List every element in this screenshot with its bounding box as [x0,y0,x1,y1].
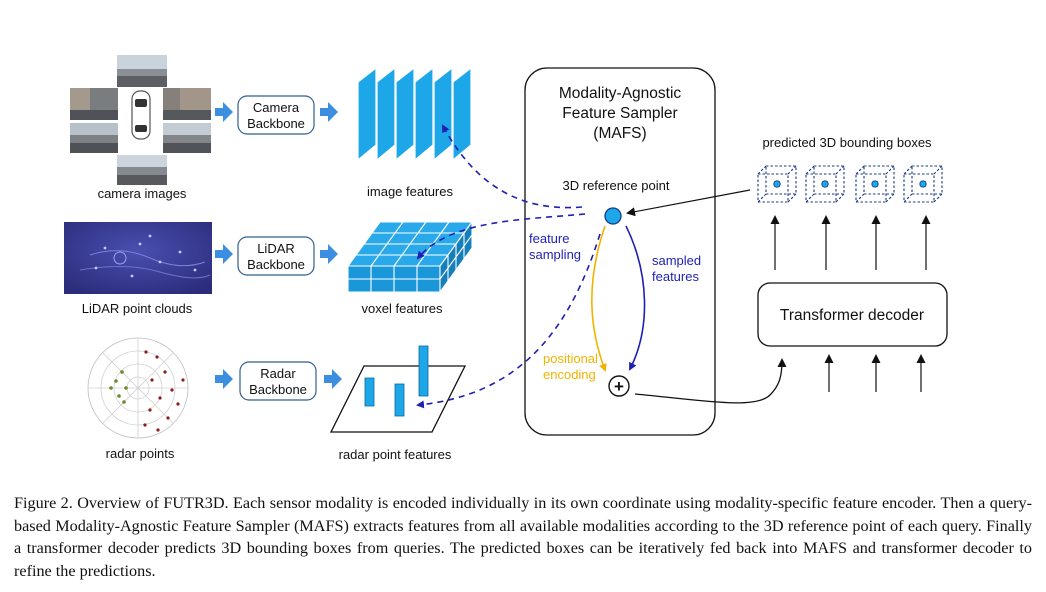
predicted-box-1 [757,165,797,203]
predicted-boxes-group [757,165,943,203]
svg-text:Backbone: Backbone [247,257,305,272]
radar-points-label: radar points [106,446,175,461]
svg-text:+: + [614,377,624,396]
positional-encoding-arrow [591,225,607,372]
radar-to-backbone-arrow [215,369,233,389]
svg-text:Backbone: Backbone [249,382,307,397]
voxel-features-label: voxel features [362,301,443,316]
sampling-to-radar-features-arrow [416,233,601,409]
futr3d-overview-diagram: camera images LiDAR point clouds r [64,55,948,462]
transformer-decoder-label: Transformer decoder [780,307,924,324]
svg-text:Backbone: Backbone [247,116,305,131]
mafs-box [524,67,716,436]
transformer-decoder-box [757,282,948,347]
camera-images-label: camera images [98,186,187,201]
boxes-to-reference-point-arrow [626,189,751,217]
reference-point-dot [604,207,622,225]
lidar-backbone-box: LiDAR Backbone [237,236,315,276]
sampling-to-voxel-features-arrow [416,213,586,260]
figure-caption: Figure 2. Overview of FUTR3D. Each senso… [14,494,1032,580]
camera-backbone-to-features-arrow [320,102,338,122]
radar-backbone-box: Radar Backbone [239,361,317,401]
svg-text:(MAFS): (MAFS) [593,125,646,142]
feature-sampling-label: feature [529,231,569,246]
predicted-box-2 [805,165,845,203]
lidar-point-clouds-label: LiDAR point clouds [82,301,193,316]
radar-point-features-label: radar point features [339,447,452,462]
camera-images-group [70,55,211,185]
plus-node: + [608,375,630,397]
sampled-features-label-line2: features [652,269,699,284]
positional-encoding-label-line2: encoding [543,367,596,382]
predicted-box-4 [903,165,943,203]
image-features-label: image features [367,184,453,199]
radar-backbone-to-features-arrow [324,369,342,389]
sampled-features-label: sampled [652,253,701,268]
svg-text:Feature Sampler: Feature Sampler [562,105,677,122]
svg-text:Radar: Radar [260,366,296,381]
ego-car-icon [131,90,151,140]
radar-point-features-plane [329,345,467,433]
feature-sampling-label-line2: sampling [529,247,581,262]
sampling-to-image-features-arrow [442,124,583,209]
positional-encoding-label: positional [543,351,598,366]
lidar-point-cloud-image [64,222,212,294]
voxel-features-grid [346,220,474,294]
mafs-title: Modality-Agnostic Feature Sampler (MAFS) [559,85,682,142]
svg-text:Modality-Agnostic: Modality-Agnostic [559,85,682,102]
svg-text:LiDAR: LiDAR [257,241,295,256]
sampled-features-arrow [625,225,646,371]
predicted-boxes-label: predicted 3D bounding boxes [762,135,932,150]
camera-backbone-box: Camera Backbone [237,95,315,135]
predicted-box-3 [855,165,895,203]
camera-to-backbone-arrow [215,102,233,122]
reference-point-label: 3D reference point [563,178,670,193]
svg-text:Camera: Camera [253,100,300,115]
lidar-to-backbone-arrow [215,244,233,264]
mafs-to-decoder-arrow [634,358,787,404]
image-features-stack [357,66,472,162]
lidar-backbone-to-features-arrow [320,244,338,264]
radar-polar-plot [87,337,189,439]
